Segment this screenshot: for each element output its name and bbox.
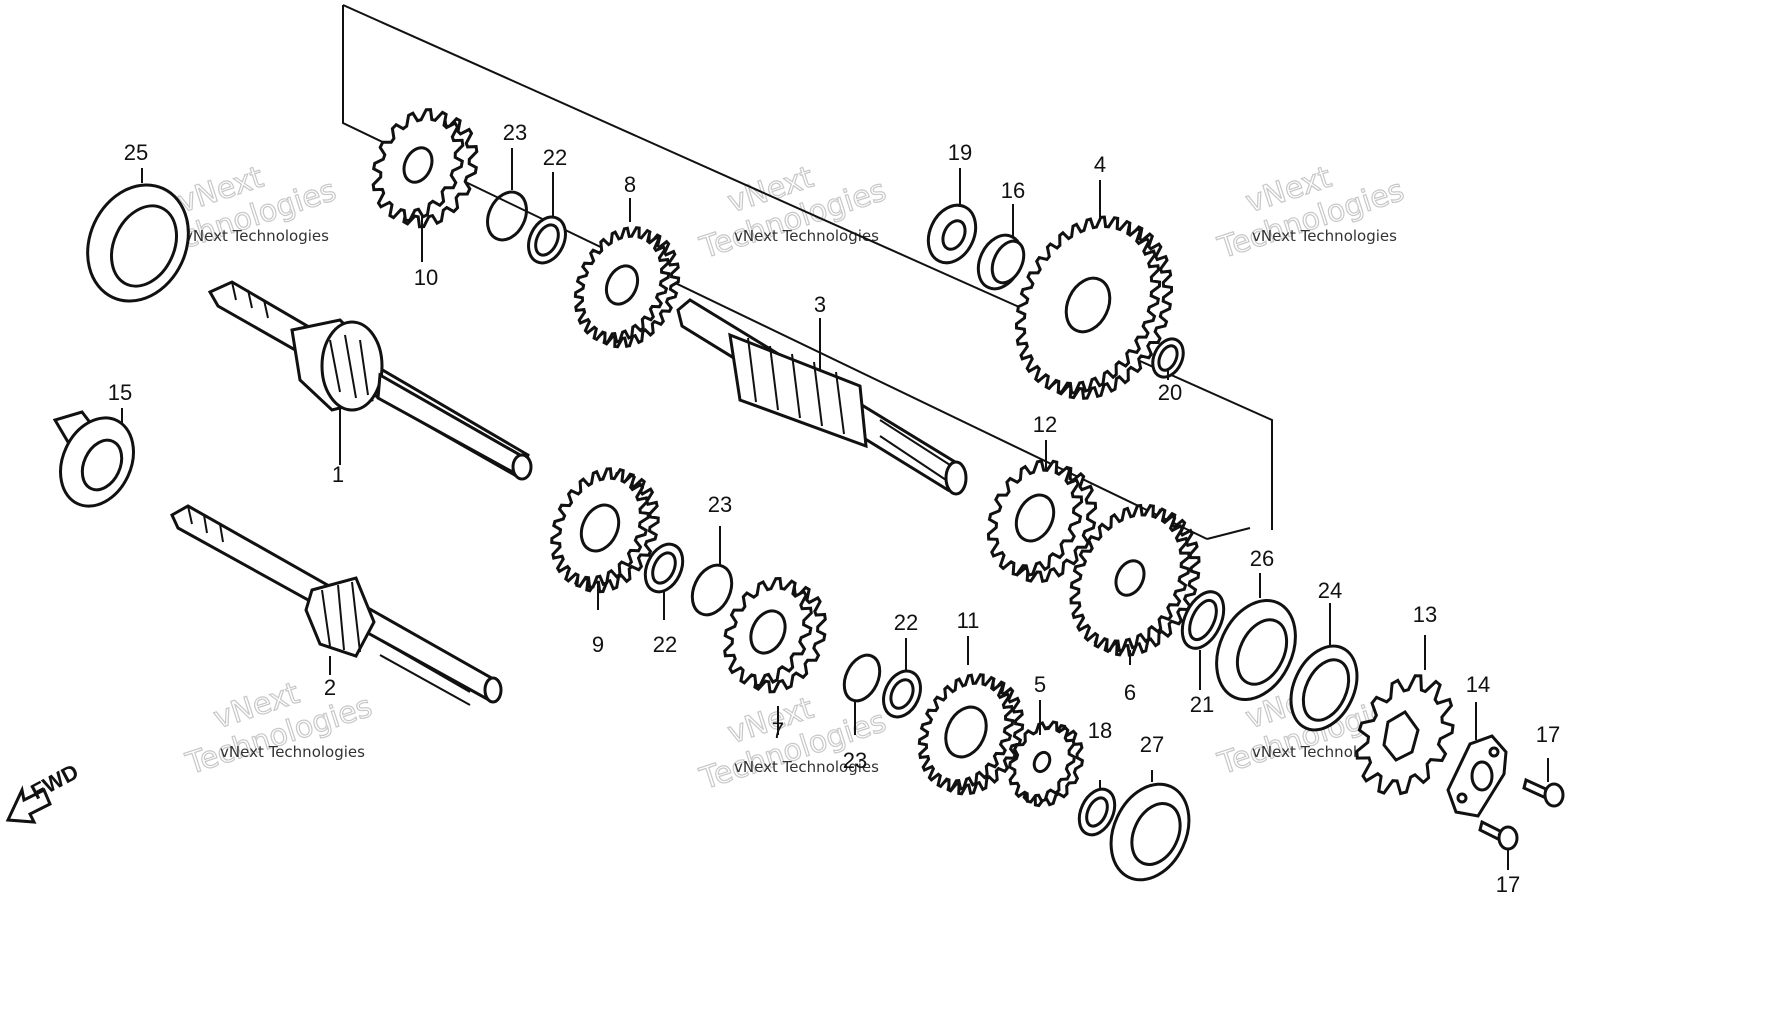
circlip-23-top [486, 190, 528, 242]
collar-15 [52, 410, 135, 508]
gear-5 [1007, 720, 1085, 808]
callout-2: 2 [324, 675, 336, 700]
gear-6 [1069, 503, 1201, 657]
callout-15: 15 [108, 380, 132, 405]
group-bracket [342, 4, 1273, 540]
callout-6: 6 [1124, 680, 1136, 705]
washer-19 [926, 203, 978, 265]
watermark-small-text: vNext Technologies [734, 227, 879, 245]
callout-22-low: 22 [894, 610, 918, 635]
callout-12: 12 [1033, 412, 1057, 437]
bearing-26 [1215, 598, 1297, 702]
gear-8 [573, 226, 681, 349]
seal-24 [1289, 644, 1359, 732]
gear-7 [723, 576, 827, 694]
callout-3: 3 [814, 292, 826, 317]
fwd-label: FWD [27, 759, 83, 805]
callout-9: 9 [592, 632, 604, 657]
forward-arrow: FWD [5, 759, 83, 824]
countershaft [170, 504, 503, 706]
watermark-small-text: vNext Technologies [184, 227, 329, 245]
callout-5: 5 [1034, 672, 1046, 697]
gear-12 [986, 459, 1098, 584]
callout-17-lower: 17 [1496, 872, 1520, 897]
callout-10: 10 [414, 265, 438, 290]
callout-14: 14 [1466, 672, 1490, 697]
leader-lines [121, 148, 1549, 870]
callout-19: 19 [948, 140, 972, 165]
bearing-27 [1109, 782, 1191, 882]
output-shaft [676, 298, 968, 496]
callout-20: 20 [1158, 380, 1182, 405]
callout-11: 11 [957, 608, 980, 633]
bushing-16 [976, 233, 1026, 291]
washer-18 [1077, 787, 1117, 837]
callout-7: 7 [772, 718, 784, 743]
bolt-17-upper [1522, 777, 1565, 808]
drive-sprocket-13 [1355, 674, 1455, 796]
callout-4: 4 [1094, 152, 1106, 177]
callout-22-top: 22 [543, 145, 567, 170]
callout-21: 21 [1190, 692, 1214, 717]
bearing-25 [86, 183, 190, 303]
watermark-small-text: vNext Technologies [220, 743, 365, 761]
washer-21 [1180, 590, 1226, 650]
gear-4 [1015, 215, 1173, 400]
callout-23-low: 23 [843, 748, 867, 773]
gear-10 [371, 108, 479, 229]
gear-11 [917, 673, 1025, 796]
gear-layer [371, 108, 1201, 808]
callout-26: 26 [1250, 546, 1274, 571]
callout-23-mid: 23 [708, 492, 732, 517]
watermark-small-text: vNext Technologies [734, 758, 879, 776]
circlip-23-mid [690, 563, 734, 617]
gear-9 [550, 467, 660, 594]
bolt-17-lower [1478, 819, 1519, 851]
callout-16: 16 [1001, 178, 1025, 203]
callout-27: 27 [1140, 732, 1164, 757]
mainshaft [207, 280, 533, 481]
callout-labels: 25 15 1 2 10 23 22 8 3 19 16 4 20 12 9 2… [108, 120, 1560, 897]
washer-20 [1151, 337, 1185, 379]
watermark-small-text: vNext Technologies [1252, 227, 1397, 245]
callout-17-upper: 17 [1536, 722, 1560, 747]
callout-24: 24 [1318, 578, 1342, 603]
callout-1: 1 [332, 462, 344, 487]
washer-22-mid [643, 542, 685, 594]
callout-25: 25 [124, 140, 148, 165]
circlip-23-low [842, 653, 882, 703]
callout-8: 8 [624, 172, 636, 197]
callout-18: 18 [1088, 718, 1112, 743]
callout-13: 13 [1413, 602, 1437, 627]
washer-22-top [527, 215, 567, 265]
callout-23-top: 23 [503, 120, 527, 145]
washer-22-low [882, 669, 922, 719]
fixing-plate-14 [1446, 734, 1508, 818]
callout-22-mid: 22 [653, 632, 677, 657]
